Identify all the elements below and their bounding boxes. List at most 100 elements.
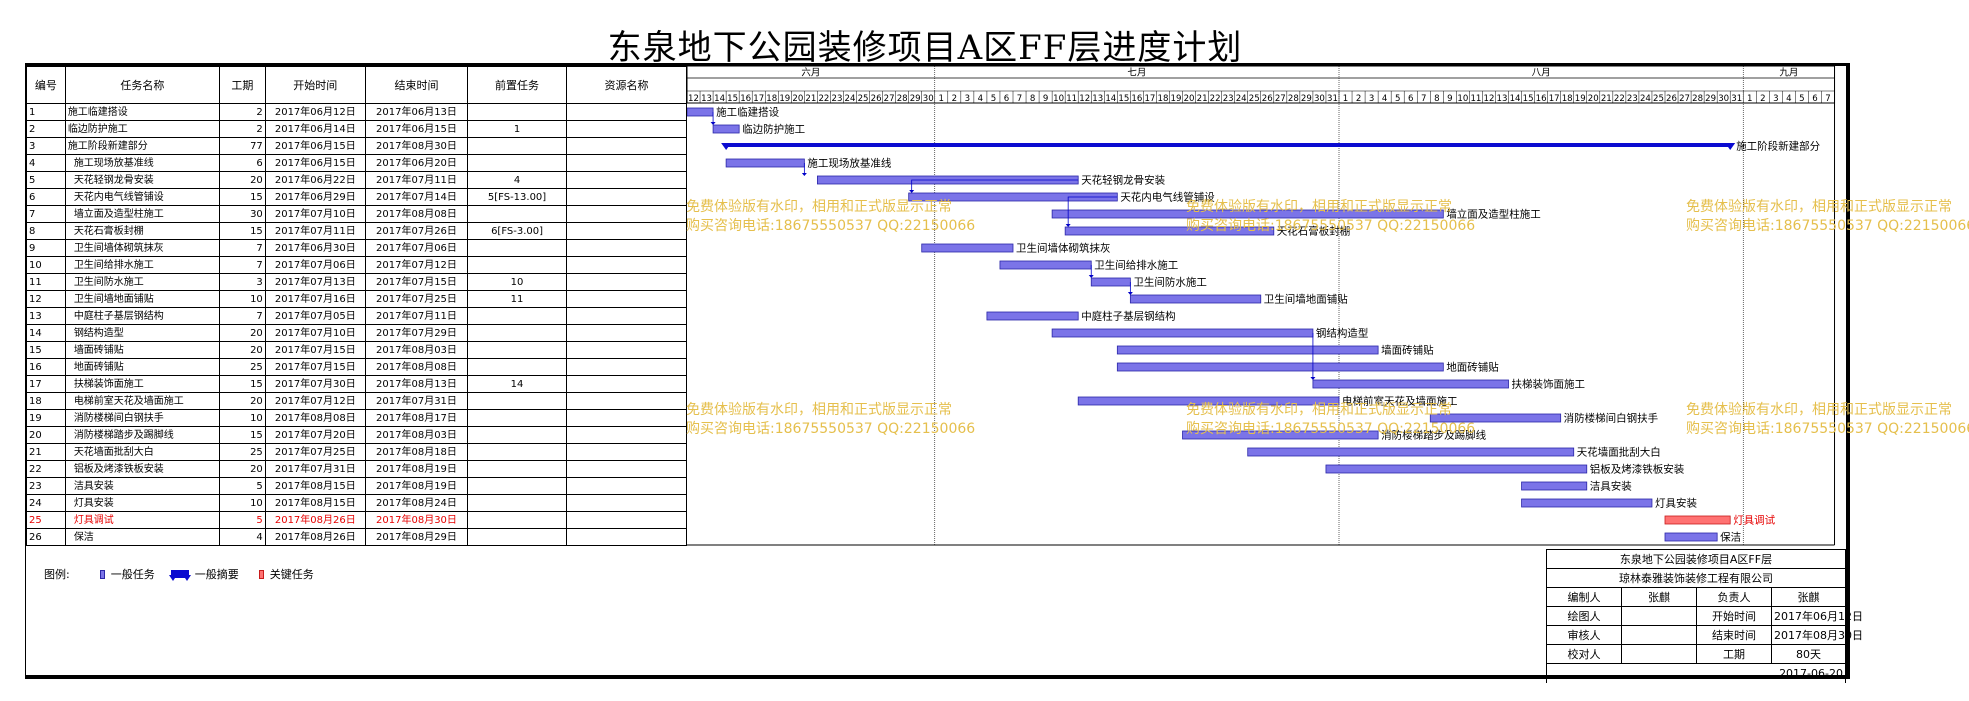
task-start: 2017年07月13日: [264, 273, 366, 291]
task-pred: 11: [467, 290, 567, 308]
dependency-arrow: [710, 122, 716, 125]
task-table-header: 编号 任务名称 工期 开始时间 结束时间 前置任务 资源名称: [26, 66, 688, 104]
task-bar: [999, 260, 1092, 270]
task-resource: [565, 460, 688, 478]
day-label: 24: [845, 94, 856, 104]
task-bar-label: 天花内电气线管铺设: [1120, 191, 1215, 204]
month-label: 八月: [1532, 68, 1551, 79]
task-duration: 3: [218, 273, 266, 291]
info-end-label: 结束时间: [1696, 625, 1772, 645]
col-resource-header: 资源名称: [565, 66, 688, 104]
day-label: 11: [1470, 94, 1481, 104]
legend: 图例: 一般任务 一般摘要 关键任务: [44, 566, 314, 582]
task-bar-label: 扶梯装饰面施工: [1512, 378, 1586, 391]
task-name: 铝板及烤漆铁板安装: [64, 460, 220, 478]
day-label: 7: [1421, 94, 1426, 104]
task-resource: [565, 375, 688, 393]
info-editor-label: 编制人: [1546, 587, 1622, 607]
day-label: 4: [978, 94, 983, 104]
task-resource: [565, 290, 688, 308]
task-resource: [565, 358, 688, 376]
day-label: 18: [766, 94, 777, 104]
task-id: 19: [26, 409, 66, 427]
day-label: 17: [1549, 94, 1560, 104]
task-duration: 4: [218, 528, 266, 546]
task-end: 2017年06月15日: [364, 120, 469, 138]
task-resource: [565, 494, 688, 512]
day-label: 22: [818, 94, 829, 104]
day-label: 19: [1575, 94, 1586, 104]
task-id: 2: [26, 120, 66, 138]
day-label: 17: [1144, 94, 1155, 104]
legend-critical-label: 关键任务: [269, 568, 314, 581]
task-bar-label: 施工阶段新建部分: [1736, 140, 1820, 153]
day-label: 4: [1786, 94, 1791, 104]
task-end: 2017年08月13日: [364, 375, 469, 393]
task-bar-label: 卫生间给排水施工: [1094, 259, 1178, 272]
task-bar: [1116, 345, 1379, 355]
day-label: 29: [910, 94, 921, 104]
task-duration: 20: [218, 324, 266, 342]
task-pred: [467, 341, 567, 359]
day-label: 9: [1447, 94, 1452, 104]
task-bar: [712, 124, 740, 134]
task-start: 2017年07月12日: [264, 392, 366, 410]
summary-bar: [726, 143, 1731, 147]
task-bar: [1312, 379, 1509, 389]
day-label: 27: [884, 94, 895, 104]
day-label: 15: [727, 94, 738, 104]
task-name: 施工阶段新建部分: [64, 137, 220, 155]
task-start: 2017年07月05日: [264, 307, 366, 325]
task-duration: 6: [218, 154, 266, 172]
task-resource: [565, 477, 688, 495]
task-pred: [467, 460, 567, 478]
day-label: 5: [991, 94, 996, 104]
day-label: 6: [1408, 94, 1413, 104]
task-name: 钢结构造型: [64, 324, 220, 342]
task-pred: [467, 477, 567, 495]
task-name: 卫生间防水施工: [64, 273, 220, 291]
task-bar: [1051, 328, 1314, 338]
day-label: 3: [1773, 94, 1778, 104]
task-resource: [565, 511, 688, 529]
task-bar: [1429, 413, 1562, 423]
task-id: 13: [26, 307, 66, 325]
legend-task-swatch: [99, 569, 105, 579]
task-id: 17: [26, 375, 66, 393]
task-name: 扶梯装饰面施工: [64, 375, 220, 393]
task-end: 2017年08月19日: [364, 460, 469, 478]
task-start: 2017年08月26日: [264, 511, 366, 529]
task-resource: [565, 324, 688, 342]
task-end: 2017年07月15日: [364, 273, 469, 291]
task-name: 临边防护施工: [64, 120, 220, 138]
task-id: 25: [26, 511, 66, 529]
day-label: 28: [897, 94, 908, 104]
day-label: 27: [1679, 94, 1690, 104]
task-bar-label: 临边防护施工: [742, 123, 805, 136]
page-title: 东泉地下公园装修项目A区FF层进度计划: [607, 28, 1243, 68]
task-bar: [1064, 226, 1275, 236]
day-label: 12: [1079, 94, 1090, 104]
info-owner: 张麒: [1771, 587, 1846, 607]
col-start-header: 开始时间: [264, 66, 366, 104]
day-label: 29: [1705, 94, 1716, 104]
task-resource: [565, 188, 688, 206]
month-label: 九月: [1779, 67, 1798, 79]
task-start: 2017年06月14日: [264, 120, 366, 138]
task-resource: [565, 307, 688, 325]
info-date: 2017-06-20: [1546, 663, 1846, 683]
task-resource: [565, 137, 688, 155]
day-label: 23: [831, 94, 842, 104]
task-end: 2017年07月14日: [364, 188, 469, 206]
task-bar-label: 天花墙面批刮大白: [1577, 446, 1661, 459]
task-resource: [565, 273, 688, 291]
